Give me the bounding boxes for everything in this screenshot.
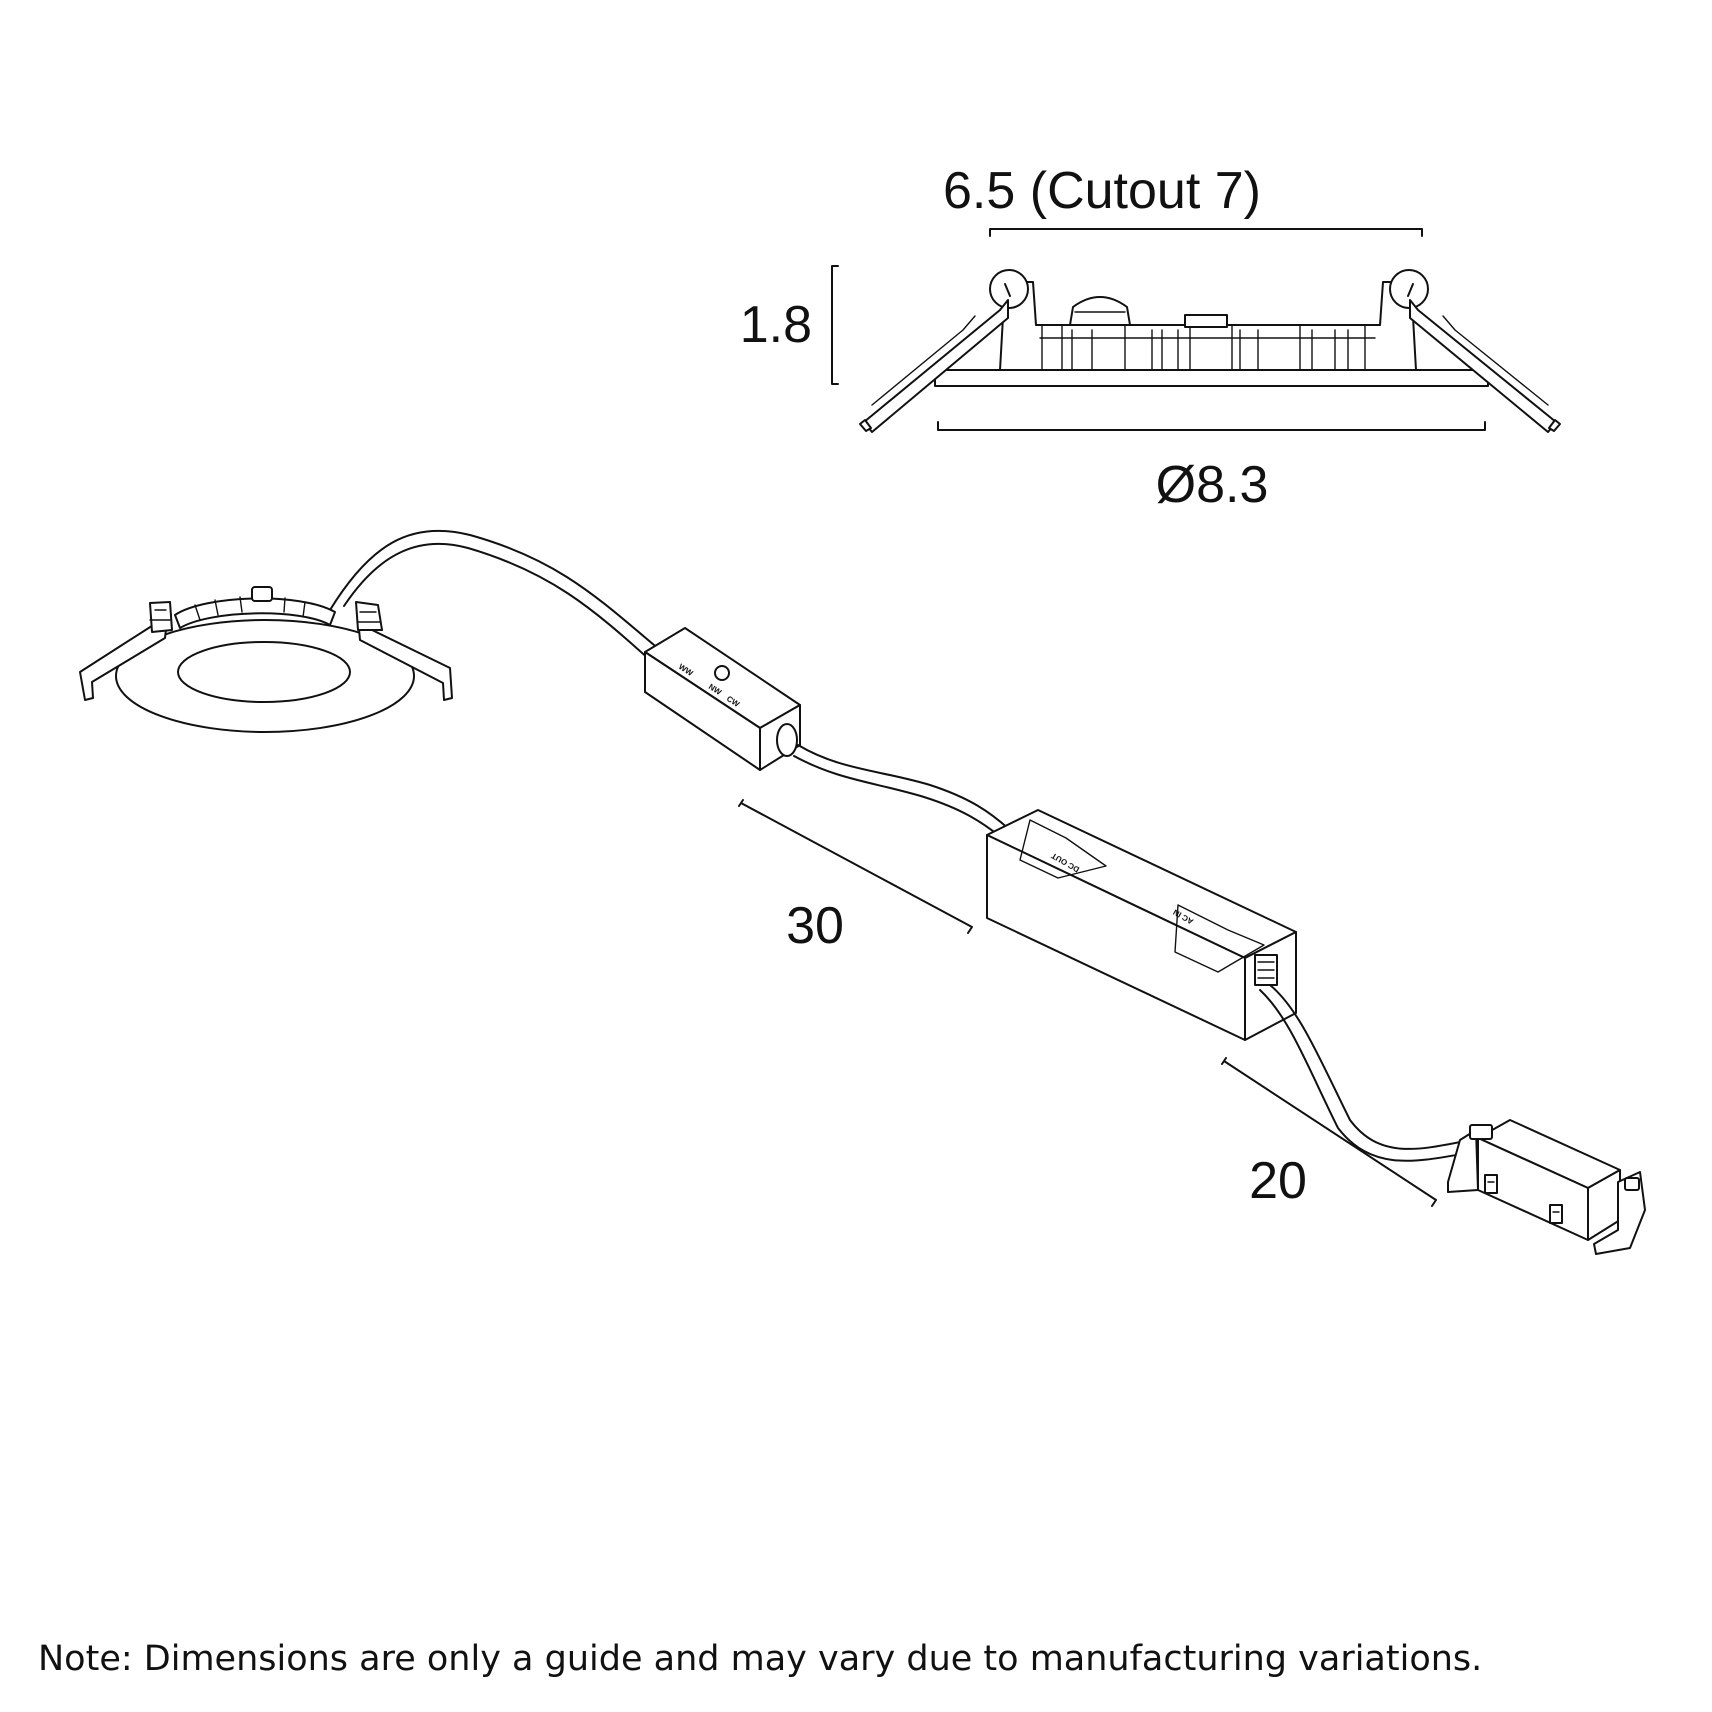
dim-height-label: 1.8 [740,296,812,354]
downlight-housing-top [174,597,336,629]
isometric-assembly: WW NW CW 30 DC OUT AC IN 20 [79,529,1646,1255]
led-driver: DC OUT AC IN [986,809,1297,1041]
dim-cable-30-line [738,799,973,934]
dim-top-width-label: 6.5 (Cutout 7) [943,162,1261,220]
cct-switch-box: WW NW CW [644,627,801,771]
cable-switch-to-driver [797,744,1011,831]
downlight-fixture [79,586,453,733]
dim-diameter-line [937,421,1486,431]
side-view: 6.5 (Cutout 7) 1.8 Ø8.3 [740,162,1561,514]
disclaimer-note: Note: Dimensions are only a guide and ma… [38,1639,1482,1679]
junction-screw-2 [1549,1204,1563,1224]
dim-cable-30-label: 30 [786,897,844,955]
dim-height-line [831,265,839,385]
spring-clip-right [1409,299,1557,433]
driver-label-panel-ac [1174,904,1265,973]
cable-light-to-switch [329,529,661,651]
junction-connector [1447,1119,1646,1255]
downlight-clip-right [357,617,453,701]
housing-dome [1069,296,1131,326]
driver-label-panel-dc [1019,819,1107,879]
junction-screw-1 [1484,1174,1498,1194]
spring-clip-left [863,299,1009,433]
dim-top-width-line [989,228,1423,237]
dim-diameter-label: Ø8.3 [1156,456,1269,514]
cct-switch-knob [714,665,730,681]
downlight-clip-left [79,611,169,701]
junction-tab-right [1593,1171,1646,1255]
dim-cable-20-line [1221,1057,1437,1207]
housing-terminal [1184,314,1228,328]
dim-cable-20-label: 20 [1249,1152,1307,1210]
trim-plate [934,369,1489,387]
downlight-lens [177,641,351,703]
housing-ribs [1039,324,1376,371]
cable-driver-to-junction [1269,984,1471,1150]
